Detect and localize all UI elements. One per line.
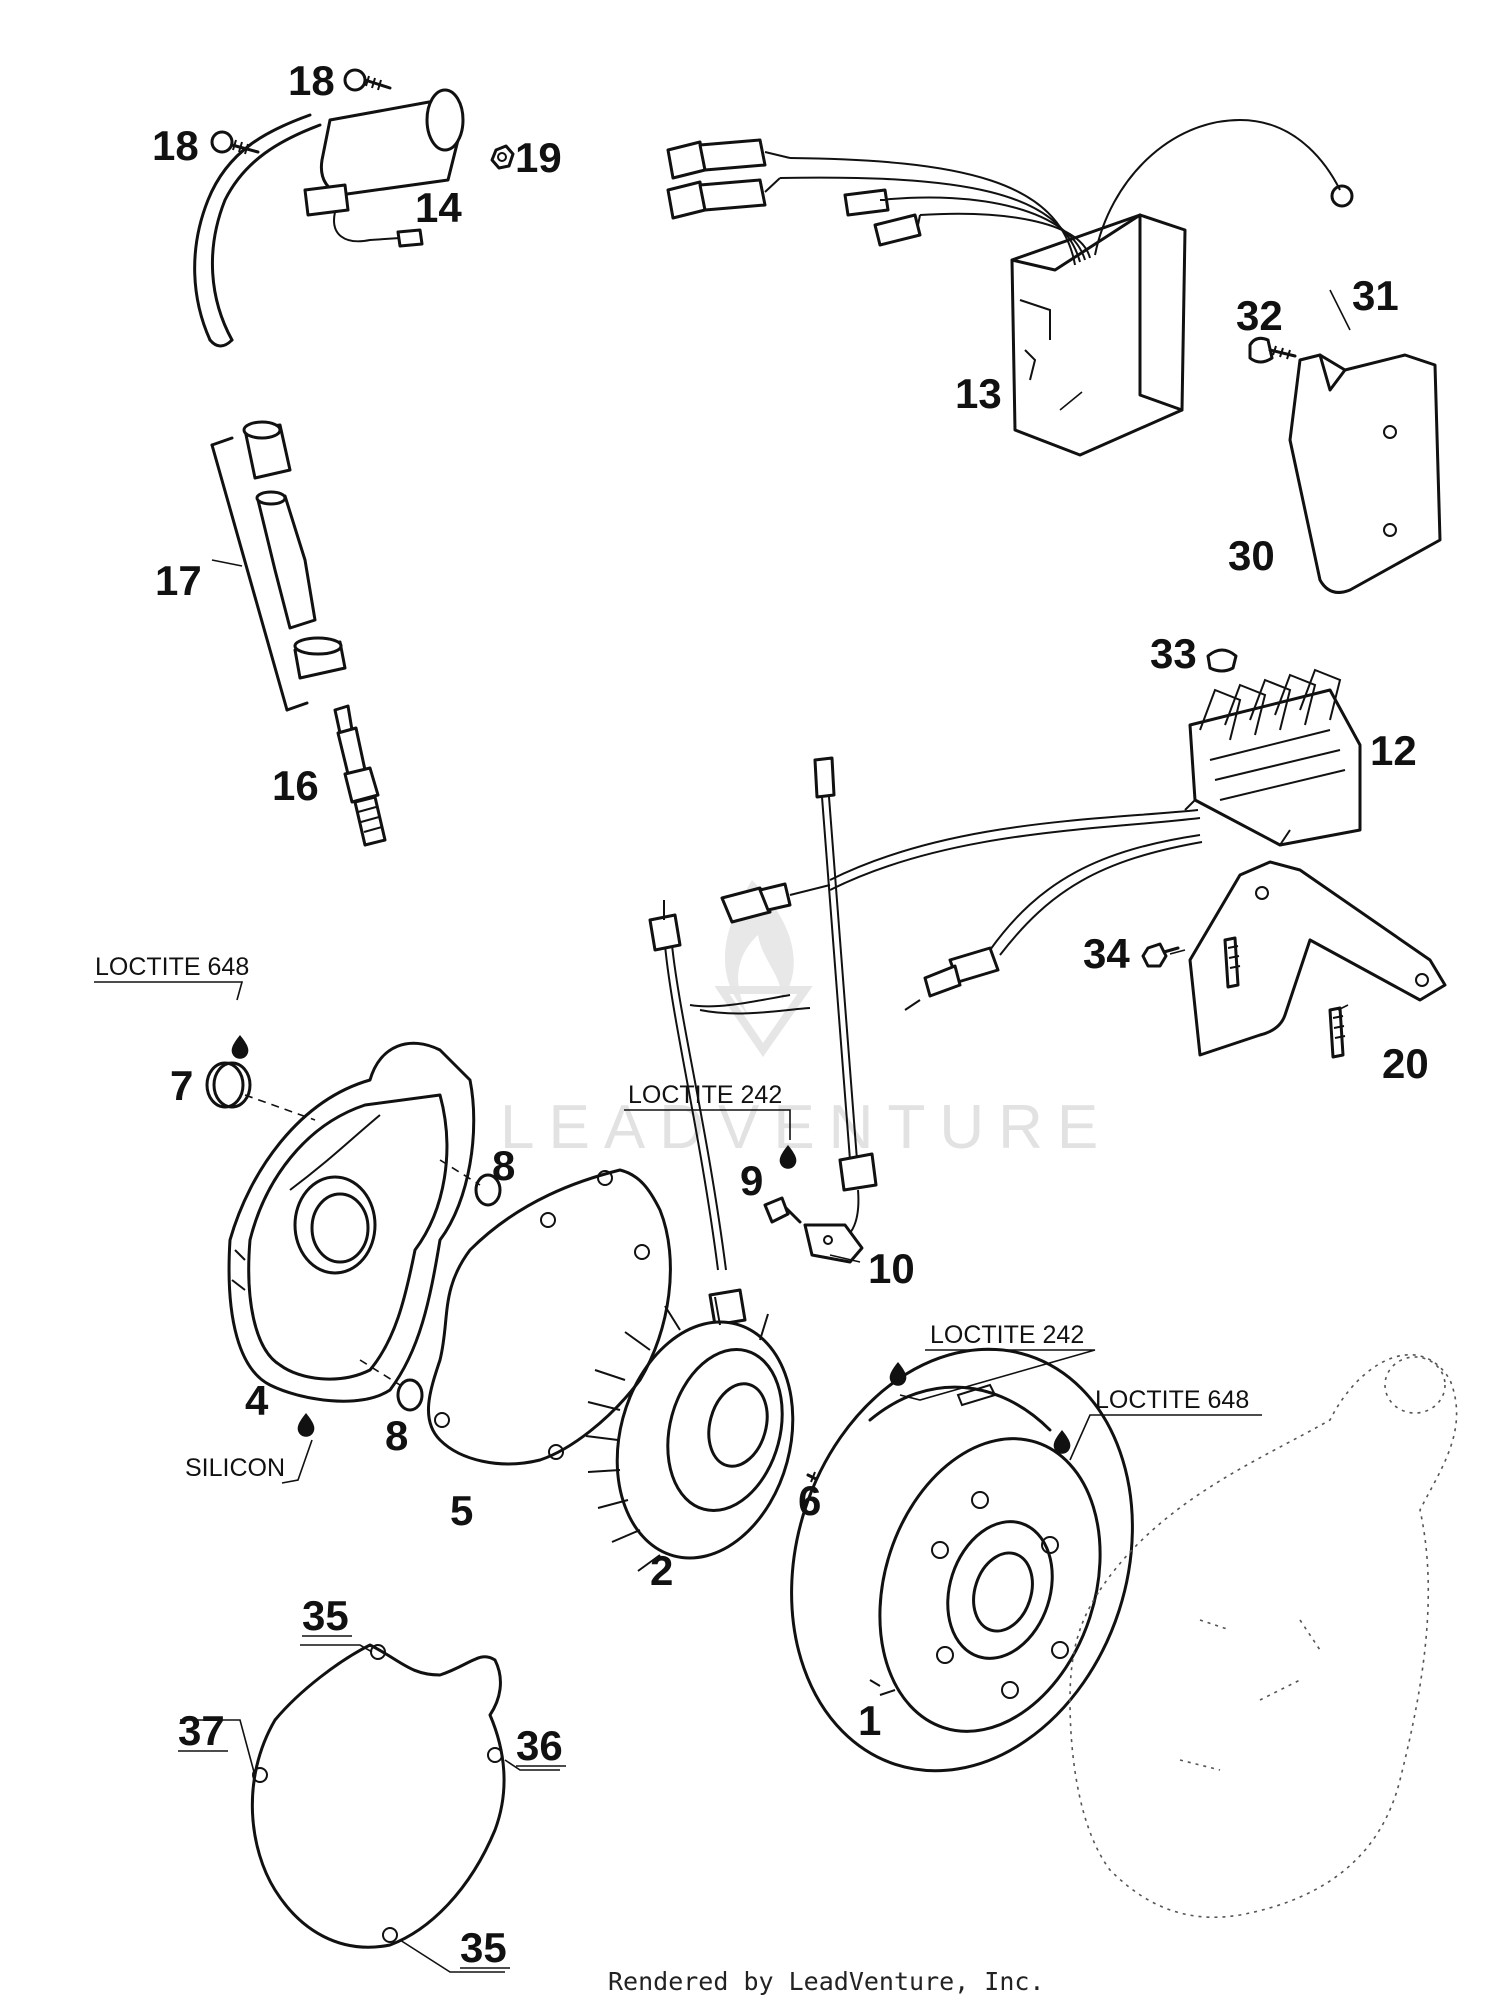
callout-34: 34 [1083, 930, 1130, 977]
plug-7 [205, 1061, 316, 1121]
callout-8-lower: 8 [385, 1412, 408, 1459]
callout-underlines [178, 1635, 566, 1969]
drop-silicon [297, 1413, 315, 1437]
note-silicon: SILICON [185, 1454, 285, 1482]
callout-18-left: 18 [152, 122, 199, 169]
engine-case-outline [1069, 1353, 1458, 1919]
nut-19 [490, 144, 515, 170]
callout-6: 6 [798, 1477, 821, 1524]
callout-16: 16 [272, 762, 319, 809]
voltage-regulator-12 [720, 668, 1362, 1011]
callout-35-lower: 35 [460, 1924, 507, 1971]
ignition-cover-gasket [250, 1643, 506, 1949]
note-loctite242-pickup: LOCTITE 242 [628, 1081, 782, 1109]
regulator-bracket-20 [1188, 860, 1447, 1059]
callout-1: 1 [858, 1697, 881, 1744]
stator-2 [585, 900, 811, 1572]
callout-5: 5 [450, 1487, 473, 1534]
spark-plug-cap-17 [210, 420, 347, 712]
adhesive-drops [231, 1035, 1071, 1454]
pickup-coil-10 [803, 756, 878, 1264]
screw-34 [1141, 942, 1180, 968]
callout-10: 10 [868, 1245, 915, 1292]
callout-13: 13 [955, 370, 1002, 417]
cdi-unit-13 [666, 118, 1354, 457]
watermark-text: LEADVENTURE [500, 1093, 1112, 1162]
callout-14: 14 [415, 184, 462, 231]
cover-gasket-5 [426, 1168, 672, 1466]
screw-18-upper [343, 68, 392, 92]
callout-8-upper: 8 [492, 1142, 515, 1189]
ignition-cover-4 [227, 1041, 476, 1403]
callout-4: 4 [245, 1377, 269, 1424]
callout-20: 20 [1382, 1040, 1429, 1087]
drop-loctite648-rotor [1053, 1430, 1071, 1454]
callout-33: 33 [1150, 630, 1197, 677]
screw-32 [1248, 336, 1297, 364]
callout-18-upper: 18 [288, 57, 335, 104]
callout-37: 37 [178, 1707, 225, 1754]
callout-36: 36 [516, 1722, 563, 1769]
dowel-8-lower [359, 1359, 424, 1412]
callout-30: 30 [1228, 532, 1275, 579]
note-loctite648-cover: LOCTITE 648 [95, 953, 249, 981]
callout-35-upper: 35 [302, 1592, 349, 1639]
leader-lines [94, 289, 1351, 1973]
callout-32: 32 [1236, 292, 1283, 339]
drop-loctite242-pickup [779, 1145, 797, 1169]
ignition-coil-14 [193, 88, 465, 348]
callout-numbers: 1 2 4 5 6 7 8 8 9 10 12 13 14 16 17 18 1… [152, 57, 1429, 1971]
callout-9: 9 [740, 1157, 763, 1204]
callout-19: 19 [515, 134, 562, 181]
watermark: LEADVENTURE [500, 880, 1112, 1162]
spark-plug-16 [333, 704, 387, 847]
callout-17: 17 [155, 557, 202, 604]
callout-12: 12 [1370, 727, 1417, 774]
cdi-bracket-30-31 [1288, 353, 1442, 594]
callout-2: 2 [650, 1547, 673, 1594]
dowel-8-upper [439, 1159, 502, 1207]
footer-credit: Rendered by LeadVenture, Inc. [608, 1967, 1045, 1996]
screw-18-left [210, 130, 260, 155]
flywheel-rotor-1 [790, 1347, 1134, 1773]
drop-loctite648-cover [231, 1035, 249, 1059]
note-loctite242-screw: LOCTITE 242 [930, 1321, 1084, 1349]
drop-loctite242-screw [889, 1362, 907, 1386]
callout-7: 7 [170, 1062, 193, 1109]
nut-33 [1206, 648, 1238, 673]
note-loctite648-rotor: LOCTITE 648 [1095, 1386, 1249, 1414]
screw-9 [763, 1196, 802, 1224]
adhesive-notes: LOCTITE 648 LOCTITE 242 LOCTITE 242 LOCT… [95, 953, 1249, 1482]
callout-31: 31 [1352, 272, 1399, 319]
